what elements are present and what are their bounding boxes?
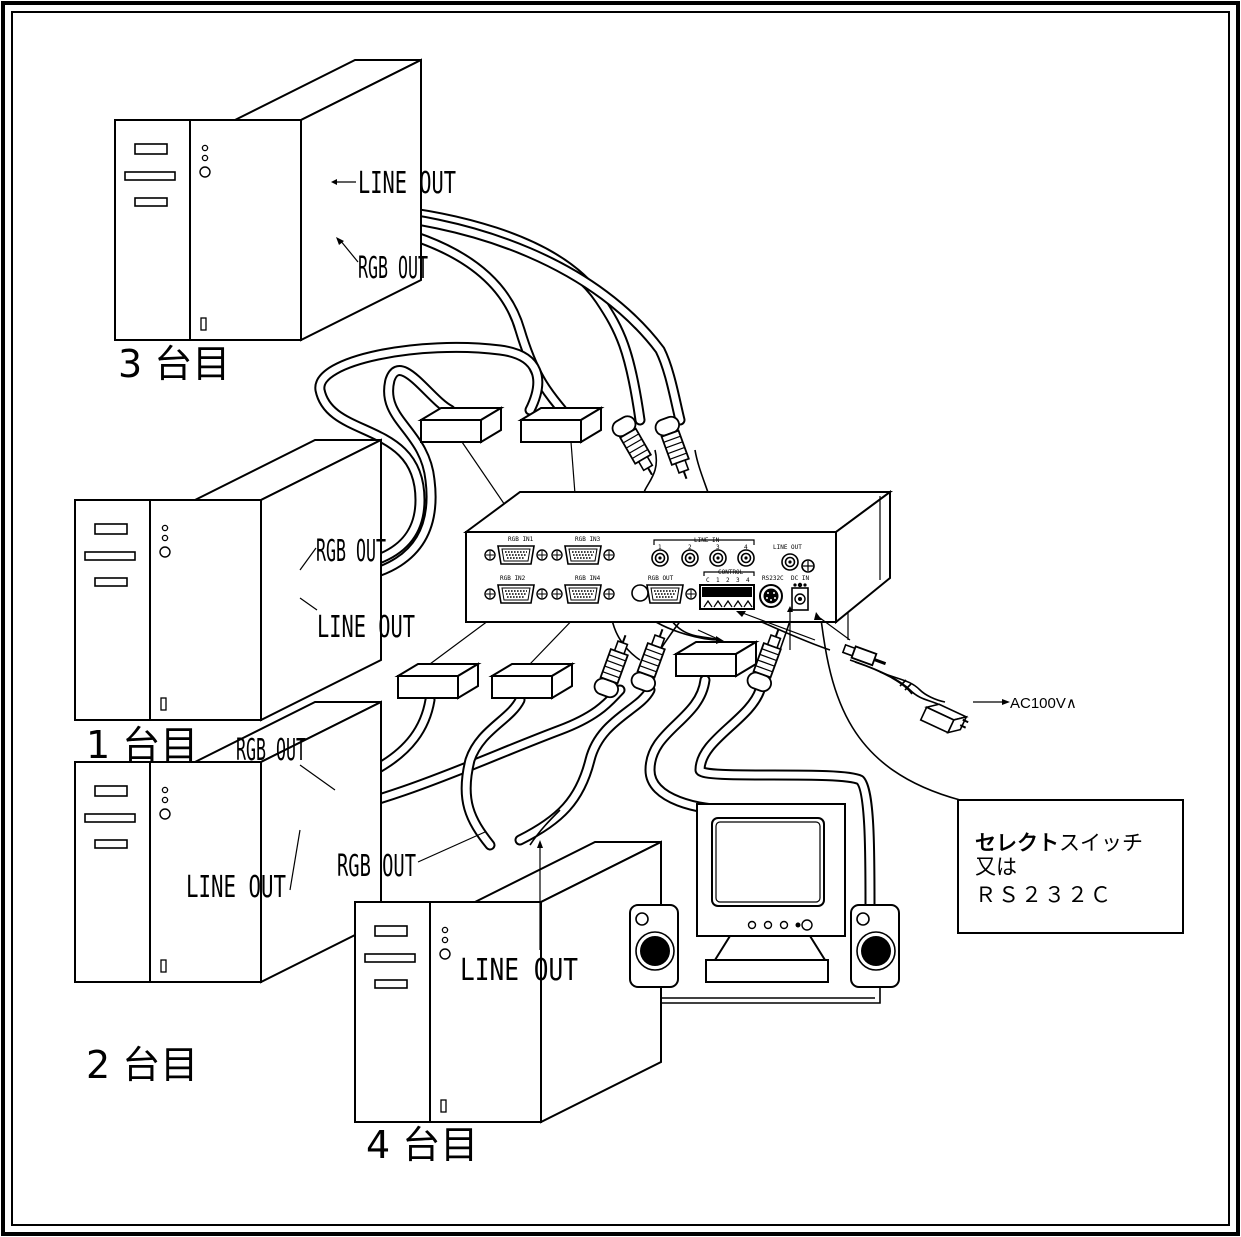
pc1-label: 1 台目 <box>86 723 198 767</box>
panel-label-rgb-in2: RGB IN2 <box>500 575 526 582</box>
ctrl-c-label: C <box>706 577 710 584</box>
label-ac-power: AC100V∧ <box>1010 695 1077 712</box>
line-in-1-label: 1 <box>658 544 662 551</box>
jack-plug-line-in4 <box>628 624 675 695</box>
label-pc1-rgb-out: RGB OUT <box>316 534 386 569</box>
jack-line-in3 <box>709 549 727 567</box>
wire-control <box>819 609 961 801</box>
rs232c-port <box>759 584 783 608</box>
line-in-bracket <box>653 539 755 545</box>
jack-line-in2 <box>681 549 699 567</box>
wire-ac <box>849 659 941 706</box>
pc1-tower <box>74 439 382 721</box>
cable-pc1-line <box>291 365 456 587</box>
jack-plug-line-in2 <box>591 630 638 701</box>
wire-ac-b <box>854 661 913 695</box>
db-plug-rgb-in4 <box>491 663 573 699</box>
panel-label-rgb-in1: RGB IN1 <box>508 536 534 543</box>
ctrl-2-label: 2 <box>726 577 730 584</box>
line-in-3-label: 3 <box>716 544 720 551</box>
pc3-label: 3 台目 <box>118 342 230 386</box>
monitor <box>696 803 846 983</box>
note-line-2: 又は <box>975 855 1017 879</box>
panel-label-rgb-in4: RGB IN4 <box>575 575 601 582</box>
inner-frame <box>11 11 1230 1226</box>
pc4-label: 4 台目 <box>366 1123 478 1167</box>
label-pc3-line-out: LINE OUT <box>358 166 456 201</box>
jack-line-in1 <box>651 549 669 567</box>
control-terminal-block <box>699 584 755 610</box>
panel-label-control: CONTROL <box>718 569 744 576</box>
panel-label-power: DC IN <box>791 575 809 582</box>
note-line-1: セレクトスイッチ <box>975 831 1143 855</box>
jack-plug-line-in3 <box>652 413 699 484</box>
cable-pc4-line <box>514 684 656 846</box>
jack-line-out <box>781 553 799 571</box>
label-pc1-line-out: LINE OUT <box>317 610 415 645</box>
cable-pc3-line-b <box>327 206 686 426</box>
pc2-label: 2 台目 <box>86 1043 198 1087</box>
db-plug-rgb-in2 <box>397 663 479 699</box>
ctrl-1-label: 1 <box>716 577 720 584</box>
note-box <box>957 799 1184 934</box>
ctrl-4-label: 4 <box>746 577 750 584</box>
pointer-arrows <box>697 606 851 650</box>
cable-speaker-audio <box>694 684 876 911</box>
line-in-4-label: 4 <box>744 544 748 551</box>
switcher-panel: RGB IN1 RGB IN3 RGB IN2 RGB IN4 RGB OUT … <box>484 536 815 611</box>
note-switch: スイッチ <box>1059 831 1143 855</box>
panel-label-line-out: LINE OUT <box>773 544 802 551</box>
panel-label-rgb-out: RGB OUT <box>648 575 674 582</box>
db-plug-rgb-in1 <box>420 407 502 443</box>
screw-left <box>631 584 649 602</box>
panel-label-rgb-in3: RGB IN3 <box>575 536 601 543</box>
label-pc4-rgb-out: RGB OUT <box>337 849 416 884</box>
panel-label-line-in: LINE IN <box>694 537 720 544</box>
panel-label-rs232c: RS232C <box>762 575 784 582</box>
cable-pc4-rgb <box>460 694 526 851</box>
label-pc3-rgb-out: RGB OUT <box>358 251 428 286</box>
ac-adapter <box>841 643 1010 734</box>
jack-line-in4 <box>737 549 755 567</box>
db-plug-rgb-out <box>675 641 757 677</box>
cable-pc1-rgb <box>291 341 544 576</box>
speaker-right <box>850 904 900 988</box>
power-jack <box>791 582 809 611</box>
label-pc2-rgb-out: RGB OUT <box>236 733 306 768</box>
ctrl-3-label: 3 <box>736 577 740 584</box>
wire-pc4-line <box>529 809 561 846</box>
note-line-3: ＲＳ２３２Ｃ <box>975 883 1113 907</box>
db-plug-rgb-in3 <box>520 407 602 443</box>
control-bracket <box>703 571 755 576</box>
label-pc4-line-out: LINE OUT <box>460 953 578 988</box>
note-select-bold: セレクト <box>975 831 1059 855</box>
label-pc2-line-out: LINE OUT <box>186 870 286 905</box>
line-in-2-label: 2 <box>688 544 692 551</box>
speaker-left <box>629 904 679 988</box>
